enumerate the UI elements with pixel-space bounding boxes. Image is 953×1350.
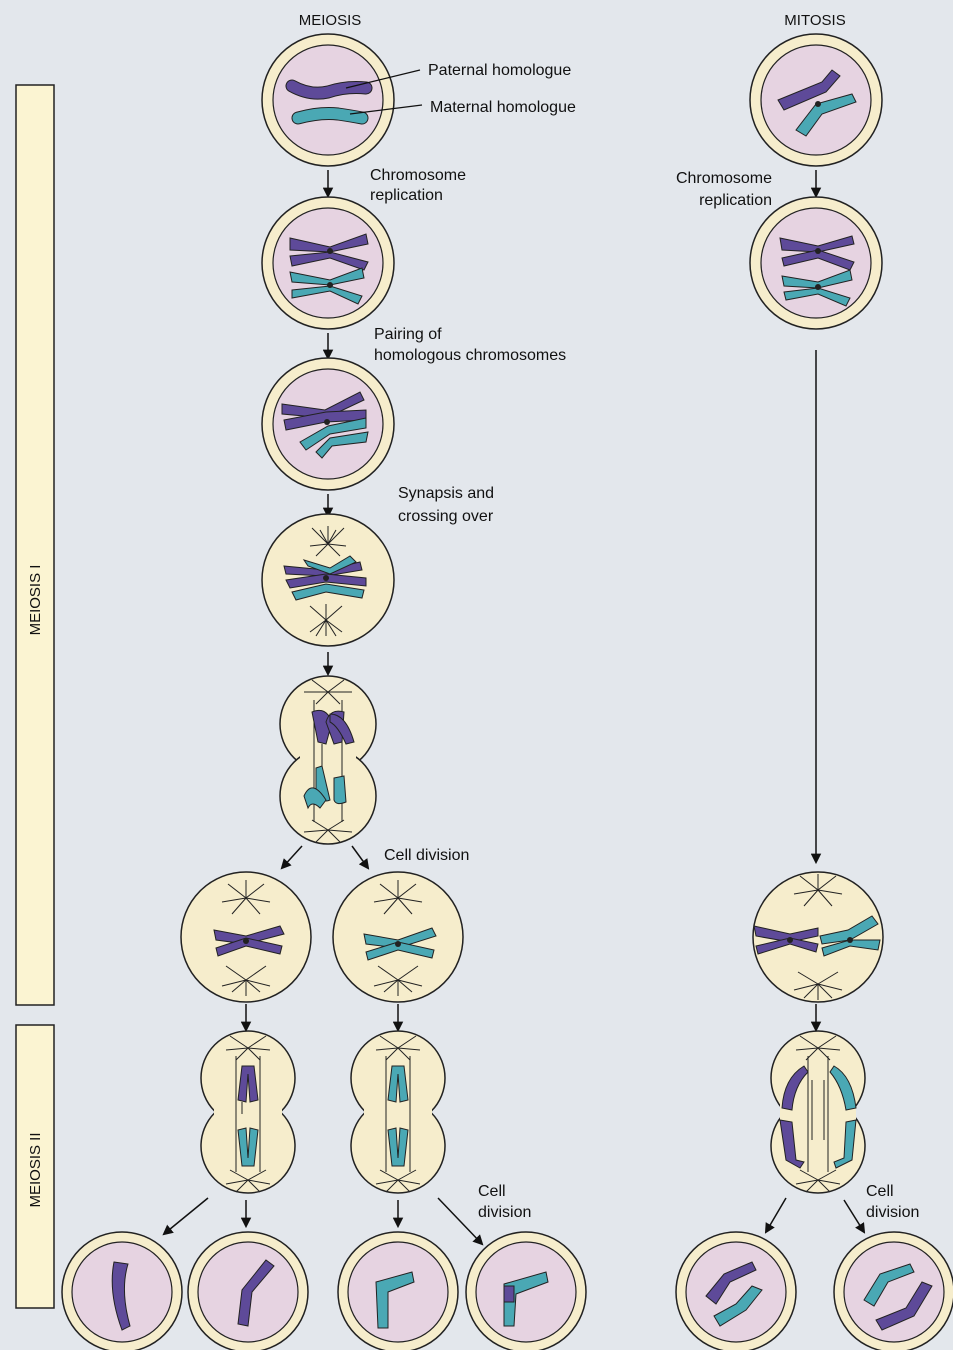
meiosis-2-bar: MEIOSIS II xyxy=(15,1024,55,1309)
mitosis-cell-initial xyxy=(749,33,883,167)
mitosis-cell-metaphase xyxy=(752,871,884,1003)
meiosis-1-label: MEIOSIS I xyxy=(27,565,44,636)
spindle-pole-bottom xyxy=(309,604,343,637)
mitosis-cell-anaphase xyxy=(770,1030,866,1194)
gamete-3 xyxy=(337,1231,459,1350)
paternal-chromosome xyxy=(285,79,373,100)
meiosis-cell-replicated xyxy=(261,196,395,330)
cell-division-label-3a: Cell xyxy=(866,1183,894,1200)
meiosis-cell-paired xyxy=(261,357,395,491)
cell-division-label-2a: Cell xyxy=(478,1183,506,1200)
gamete-1 xyxy=(61,1231,183,1350)
meiosis-title: MEIOSIS xyxy=(299,12,362,29)
mitosis-cell-replicated xyxy=(749,196,883,330)
synapsis-label-1: Synapsis and xyxy=(398,485,494,502)
mitosis-daughter-cell-left xyxy=(675,1231,797,1350)
mitosis-replication-label-1: Chromosome xyxy=(676,170,772,187)
meiosis-cell-synapsis xyxy=(261,513,395,647)
meiosis-cell-anaphase-1 xyxy=(279,675,377,845)
meiosis-cell-initial xyxy=(261,33,395,167)
replication-label-2: replication xyxy=(370,187,443,204)
cell-division-label: Cell division xyxy=(384,847,469,864)
maternal-chromosome xyxy=(291,107,369,125)
meiosis-2-cell-right xyxy=(332,871,464,1003)
meiosis-2-anaphase-right xyxy=(350,1030,446,1194)
maternal-label: Maternal homologue xyxy=(430,99,576,116)
cell-division-label-2b: division xyxy=(478,1204,531,1221)
paternal-label: Paternal homologue xyxy=(428,62,571,79)
pairing-label-2: homologous chromosomes xyxy=(374,347,566,364)
replication-label-1: Chromosome xyxy=(370,167,466,184)
pairing-label-1: Pairing of xyxy=(374,326,442,343)
synapsis-label-2: crossing over xyxy=(398,508,494,525)
meiosis-2-label: MEIOSIS II xyxy=(27,1132,44,1207)
gamete-4 xyxy=(465,1231,587,1350)
gamete-2 xyxy=(187,1231,309,1350)
meiosis-1-bar: MEIOSIS I xyxy=(15,84,55,1006)
spindle-pole-top xyxy=(309,526,347,557)
mitosis-daughter-cell-right xyxy=(833,1231,953,1350)
mitosis-title: MITOSIS xyxy=(784,12,845,29)
cell-division-label-3b: division xyxy=(866,1204,919,1221)
mitosis-replication-label-2: replication xyxy=(699,192,772,209)
meiosis-2-anaphase-left xyxy=(200,1030,296,1194)
meiosis-2-cell-left xyxy=(180,871,312,1003)
